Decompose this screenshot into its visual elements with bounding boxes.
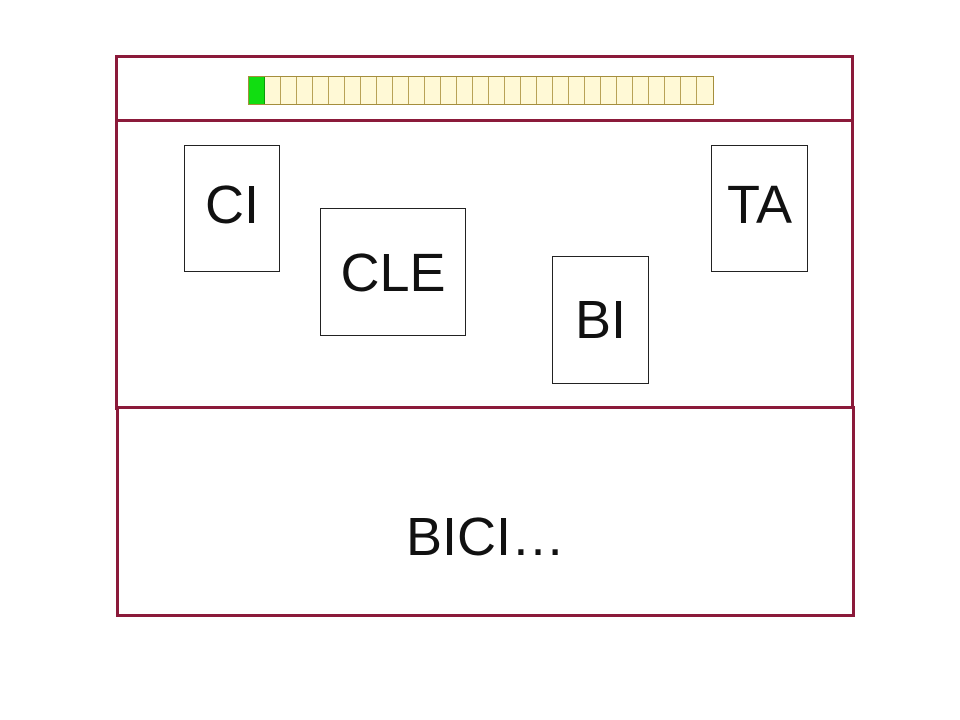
progress-cell-empty — [457, 77, 473, 104]
progress-cell-empty — [665, 77, 681, 104]
progress-cell-empty — [489, 77, 505, 104]
syllable-label: TA — [727, 175, 792, 235]
progress-cell-empty — [649, 77, 665, 104]
answer-panel — [116, 406, 855, 617]
progress-cell-empty — [329, 77, 345, 104]
syllable-label: CI — [205, 175, 259, 235]
progress-cell-empty — [681, 77, 697, 104]
syllable-card-cle[interactable]: CLE — [320, 208, 466, 336]
answer-word: BICI… — [405, 507, 566, 567]
progress-cell-empty — [553, 77, 569, 104]
progress-cell-empty — [425, 77, 441, 104]
progress-cell-empty — [521, 77, 537, 104]
syllable-label: BI — [574, 290, 627, 350]
progress-cell-empty — [617, 77, 633, 104]
syllable-card-bi[interactable]: BI — [552, 256, 649, 384]
progress-cell-empty — [281, 77, 297, 104]
progress-cell-empty — [441, 77, 457, 104]
progress-cell-empty — [569, 77, 585, 104]
progress-cell-empty — [393, 77, 409, 104]
progress-cell-empty — [697, 77, 713, 104]
progress-cell-filled — [249, 77, 265, 104]
progress-cell-empty — [313, 77, 329, 104]
progress-cell-empty — [633, 77, 649, 104]
progress-cell-empty — [585, 77, 601, 104]
progress-cell-empty — [361, 77, 377, 104]
progress-cell-empty — [265, 77, 281, 104]
progress-cell-empty — [409, 77, 425, 104]
progress-cell-empty — [473, 77, 489, 104]
progress-cell-empty — [377, 77, 393, 104]
progress-cell-empty — [297, 77, 313, 104]
progress-cell-empty — [345, 77, 361, 104]
progress-cell-empty — [537, 77, 553, 104]
syllable-card-ci[interactable]: CI — [184, 145, 280, 272]
progress-cell-empty — [505, 77, 521, 104]
syllable-label: CLE — [340, 243, 446, 303]
syllable-card-ta[interactable]: TA — [711, 145, 808, 272]
progress-bar — [248, 76, 714, 105]
progress-cell-empty — [601, 77, 617, 104]
